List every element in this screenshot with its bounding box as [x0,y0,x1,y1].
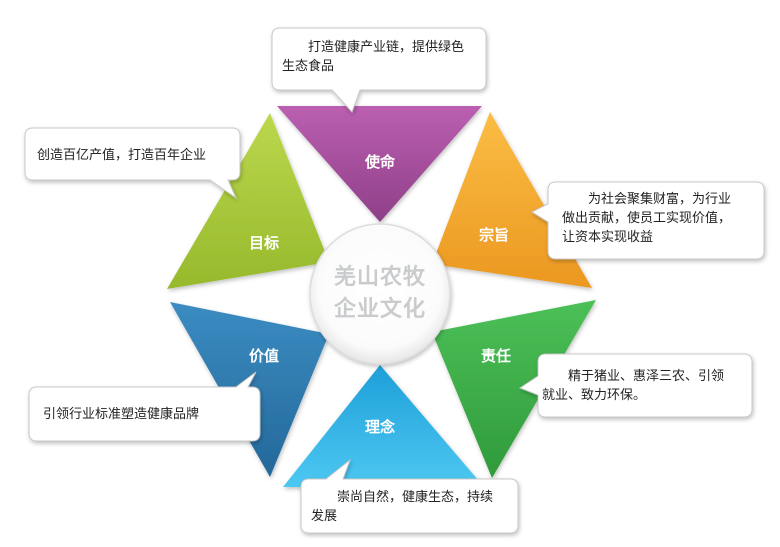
responsibility-bubble [518,353,753,418]
values-text: 引领行业标准塑造健康品牌 [43,405,253,424]
mission-text-line1: 打造健康产业链，提供绿色 [308,40,465,55]
center-circle [309,223,451,365]
mission-text: 打造健康产业链，提供绿色 生态食品 [282,38,482,76]
purpose-text-line1: 为社会聚集财富，为行业 [588,192,732,207]
values-label: 价值 [249,347,279,365]
mission-text-line2: 生态食品 [282,59,335,74]
philosophy-segment [283,365,484,487]
responsibility-label: 责任 [481,347,511,365]
philosophy-text-line1: 崇尚自然，健康生态，持续 [337,490,494,505]
purpose-text-line2: 做出贡献，使员工实现价值， [562,211,732,226]
philosophy-bubble [300,458,519,534]
values-bubble [28,371,261,442]
purpose-text: 为社会聚集财富，为行业 做出贡献，使员工实现价值， 让资本实现收益 [562,190,762,247]
center-title-line2: 企业文化 [333,296,426,322]
philosophy-text-line2: 发展 [311,509,338,524]
values-text-line1: 引领行业标准塑造健康品牌 [43,407,200,422]
responsibility-text-line2: 就业、致力环保。 [542,388,647,403]
goal-text: 创造百亿产值，打造百年企业 [37,146,237,165]
philosophy-label: 理念 [365,418,395,436]
purpose-text-line3: 让资本实现收益 [562,230,654,245]
mission-bubble [271,27,487,113]
center-title-line1: 羌山农牧 [334,264,426,290]
responsibility-segment [432,300,596,478]
goal-label: 目标 [249,234,279,252]
responsibility-text: 精于猪业、惠泽三农、引领 就业、致力环保。 [542,367,750,405]
goal-segment [167,113,329,289]
purpose-label: 宗旨 [479,226,509,244]
goal-bubble [24,127,241,200]
mission-label: 使命 [364,153,396,171]
philosophy-text: 崇尚自然，健康生态，持续 发展 [311,488,516,526]
goal-text-line1: 创造百亿产值，打造百年企业 [37,148,207,163]
purpose-bubble [530,181,765,260]
mission-segment [277,106,482,222]
responsibility-text-line1: 精于猪业、惠泽三农、引领 [568,369,725,384]
